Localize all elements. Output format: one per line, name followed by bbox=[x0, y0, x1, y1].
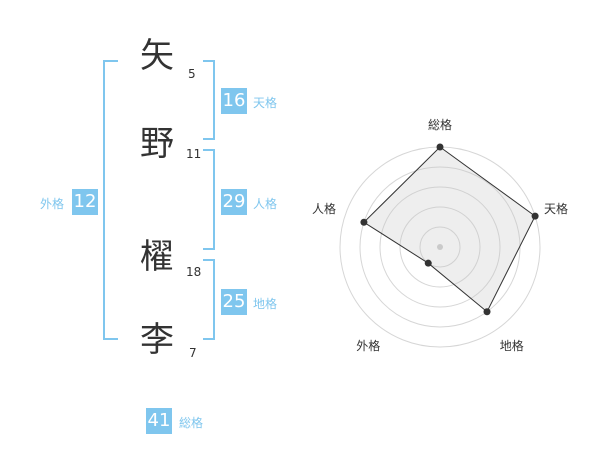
tenkaku-bracket bbox=[203, 60, 215, 140]
jinkaku-bracket bbox=[203, 149, 215, 250]
radar-point-3 bbox=[483, 308, 491, 316]
radar-polygon bbox=[363, 146, 536, 313]
name-char-4: 李 bbox=[140, 320, 174, 360]
radar-ring bbox=[399, 206, 481, 288]
name-char-3: 櫂 bbox=[140, 237, 174, 277]
chikaku-label: 地格 bbox=[253, 297, 278, 311]
gaikaku-label: 外格 bbox=[40, 197, 65, 211]
name-char-1: 矢 bbox=[140, 36, 174, 76]
soukaku-label: 総格 bbox=[179, 416, 204, 430]
name-char-2: 野 bbox=[140, 124, 174, 164]
radar-axis-label-2: 天格 bbox=[544, 202, 569, 217]
radar-axis-label-1: 総格 bbox=[427, 118, 453, 132]
chikaku-badge: 25 bbox=[221, 289, 247, 315]
tenkaku-label: 天格 bbox=[253, 96, 278, 110]
radar-point-2 bbox=[531, 212, 539, 220]
radar-ring bbox=[379, 186, 501, 308]
name-char-2-strokes: 11 bbox=[186, 147, 202, 161]
gaikaku-bracket bbox=[103, 60, 118, 340]
radar-point-1 bbox=[436, 143, 444, 151]
radar-ring bbox=[419, 226, 461, 268]
radar-axis-label-5: 人格 bbox=[311, 202, 336, 217]
radar-point-4 bbox=[424, 259, 432, 267]
chikaku-bracket bbox=[203, 259, 215, 340]
gaikaku-badge: 12 bbox=[72, 189, 98, 215]
name-char-4-strokes: 7 bbox=[189, 346, 197, 360]
jinkaku-label: 人格 bbox=[253, 197, 278, 211]
jinkaku-badge: 29 bbox=[221, 189, 247, 215]
radar-point-5 bbox=[360, 218, 368, 226]
radar-center bbox=[437, 244, 443, 250]
radar-axis-label-4: 外格 bbox=[356, 338, 381, 353]
name-char-1-strokes: 5 bbox=[188, 67, 196, 81]
soukaku-badge: 41 bbox=[146, 408, 172, 434]
tenkaku-badge: 16 bbox=[221, 88, 247, 114]
name-char-3-strokes: 18 bbox=[186, 265, 202, 279]
radar-axis-label-3: 地格 bbox=[499, 338, 524, 353]
